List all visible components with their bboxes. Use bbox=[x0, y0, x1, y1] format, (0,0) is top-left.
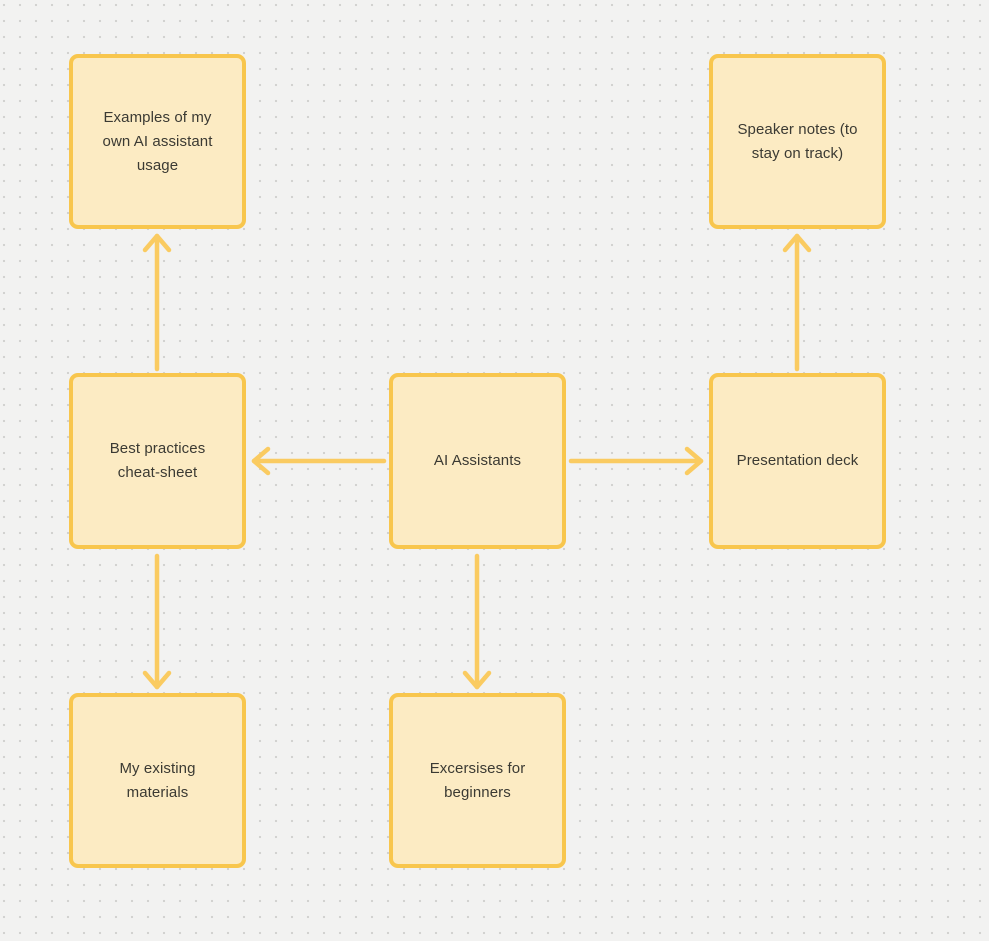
connector-arrowhead bbox=[782, 233, 812, 253]
node-speaker-notes[interactable]: Speaker notes (to stay on track) bbox=[709, 54, 886, 229]
node-my-existing-materials[interactable]: My existing materials bbox=[69, 693, 246, 868]
node-label: Speaker notes (to stay on track) bbox=[737, 120, 858, 162]
connector-arrowhead bbox=[462, 670, 492, 690]
connector-best-practices-to-my-existing-materials[interactable] bbox=[142, 553, 172, 690]
node-best-practices[interactable]: Best practices cheat-sheet bbox=[69, 373, 246, 549]
node-label: Excersises for beginners bbox=[429, 759, 526, 801]
connector-best-practices-to-examples-usage[interactable] bbox=[142, 233, 172, 372]
node-label: Best practices cheat-sheet bbox=[109, 440, 206, 481]
connector-ai-assistants-to-excersises-beginners[interactable] bbox=[462, 553, 492, 690]
node-label: My existing materials bbox=[119, 759, 196, 801]
node-examples-usage[interactable]: Examples of my own AI assistant usage bbox=[69, 54, 246, 229]
connector-arrowhead bbox=[142, 233, 172, 253]
node-ai-assistants[interactable]: AI Assistants bbox=[389, 373, 566, 549]
node-label: Presentation deck bbox=[736, 452, 859, 469]
node-label: Examples of my own AI assistant usage bbox=[102, 108, 213, 174]
node-excersises-beginners[interactable]: Excersises for beginners bbox=[389, 693, 566, 868]
node-presentation-deck[interactable]: Presentation deck bbox=[709, 373, 886, 549]
connector-arrowhead bbox=[142, 670, 172, 690]
connector-arrowhead bbox=[684, 446, 704, 476]
connector-ai-assistants-to-presentation-deck[interactable] bbox=[568, 446, 704, 476]
connector-ai-assistants-to-best-practices[interactable] bbox=[251, 446, 387, 476]
connector-presentation-deck-to-speaker-notes[interactable] bbox=[782, 233, 812, 372]
node-label: AI Assistants bbox=[433, 452, 522, 469]
connector-arrowhead bbox=[251, 446, 271, 476]
